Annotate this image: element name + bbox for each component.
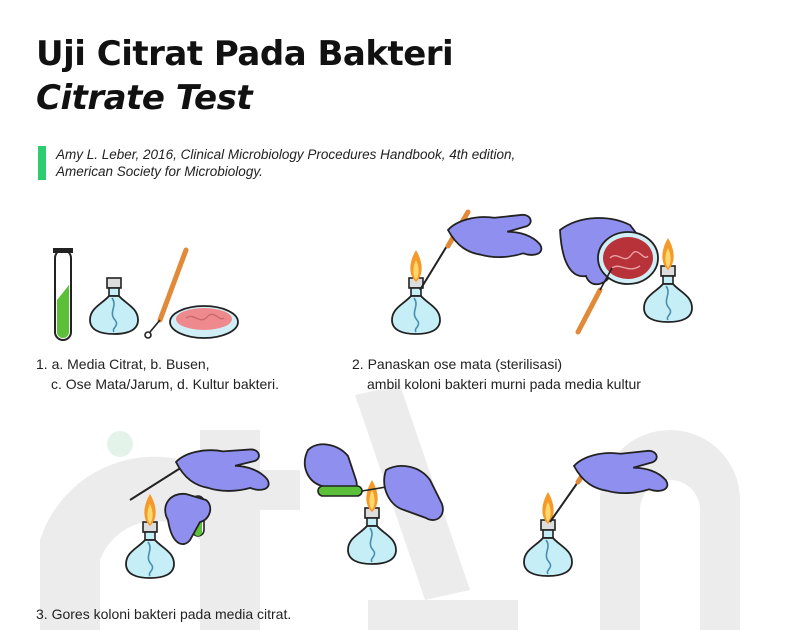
inoculating-loop-icon: [144, 247, 189, 339]
gloved-hand-holding-loop-icon: [419, 206, 544, 291]
reference-accent-bar: [38, 146, 46, 180]
burner-with-flame-icon: [391, 250, 441, 335]
step-2-line-2: ambil koloni bakteri murni pada media ku…: [367, 376, 641, 392]
step-3-caption: 3. Gores koloni bakteri pada media citra…: [36, 604, 291, 624]
title-block: Uji Citrat Pada Bakteri Citrate Test: [36, 32, 454, 120]
gloved-hands-holding-tube-and-loop-icon: [303, 443, 444, 521]
step-3-line-1: 3. Gores koloni bakteri pada media citra…: [36, 606, 292, 622]
step-1-line-1: 1. a. Media Citrat, b. Busen,: [36, 356, 210, 372]
reference-citation: Amy L. Leber, 2016, Clinical Microbiolog…: [56, 147, 515, 180]
reference-line-2: American Society for Microbiology.: [56, 163, 263, 179]
burner-with-flame-icon: [523, 492, 573, 577]
culture-plate-icon: [169, 305, 239, 339]
reference-line-1: Amy L. Leber, 2016, Clinical Microbiolog…: [56, 147, 516, 162]
gloved-hand-holding-loop-icon: [549, 442, 670, 523]
step-2-caption: 2. Panaskan ose mata (sterilisasi) ambil…: [352, 354, 641, 394]
step-2-line-1: 2. Panaskan ose mata (sterilisasi): [352, 356, 563, 372]
gloved-hands-inoculating-tube-icon: [129, 441, 271, 545]
gloved-hand-holding-plate-icon: [559, 217, 659, 335]
citrate-tube-icon: [53, 248, 73, 341]
page-subtitle: Citrate Test: [36, 78, 253, 118]
step-1-line-2: c. Ose Mata/Jarum, d. Kultur bakteri.: [51, 376, 279, 392]
step-1-caption: 1. a. Media Citrat, b. Busen, c. Ose Mat…: [36, 354, 279, 394]
page-title: Uji Citrat Pada Bakteri: [36, 34, 454, 74]
bunsen-burner-icon: [89, 277, 139, 335]
